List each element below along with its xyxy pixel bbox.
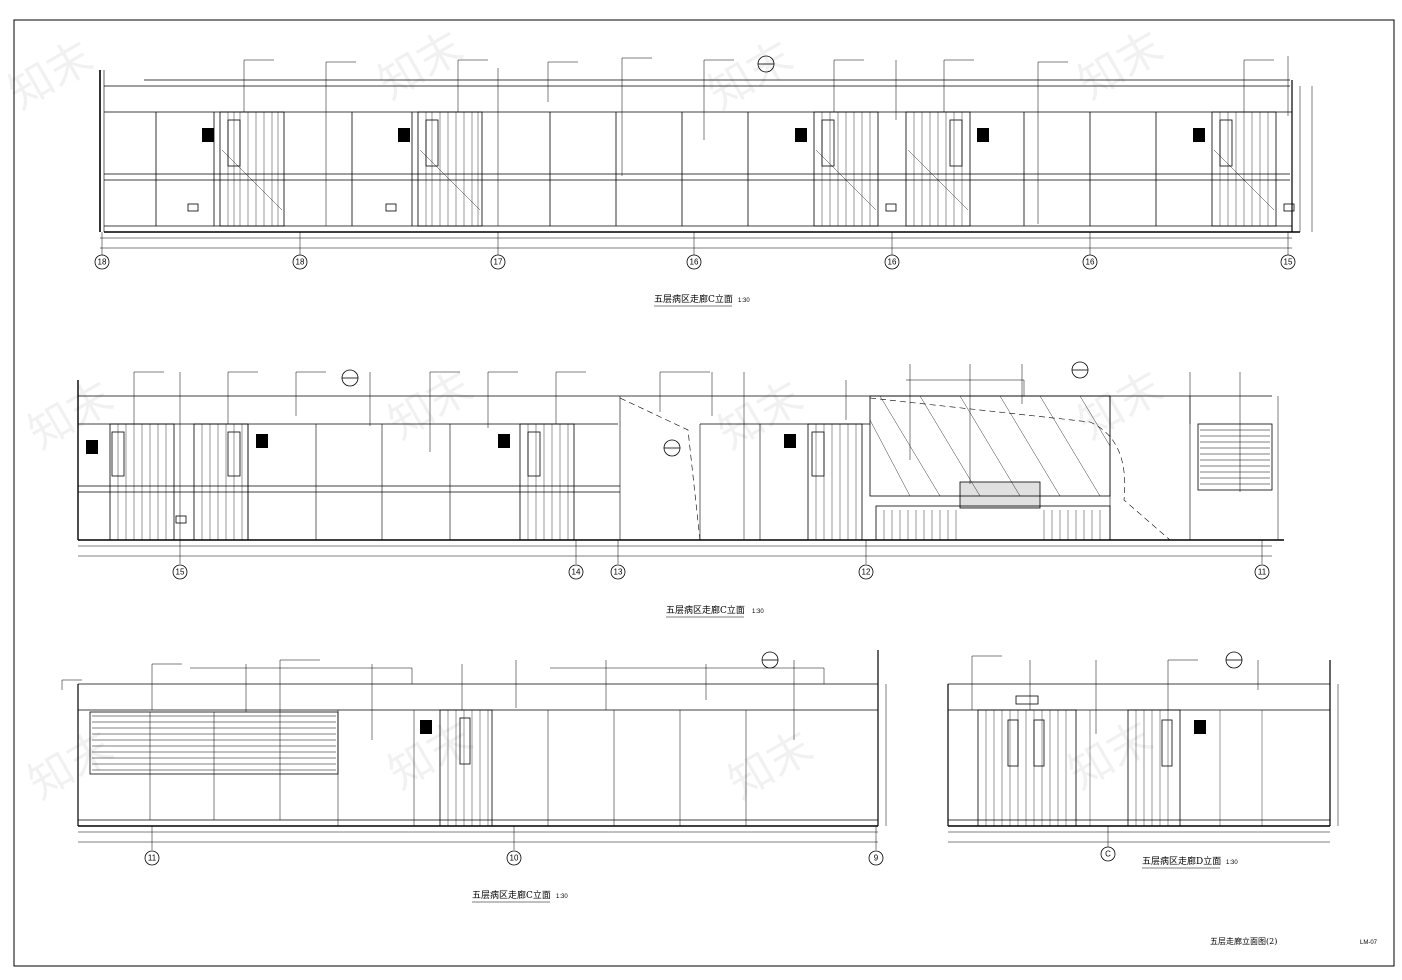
svg-text:14: 14 bbox=[572, 568, 581, 577]
watermark: 知末 bbox=[0, 31, 102, 119]
elevation-2 bbox=[77, 361, 1284, 564]
grid-bubble: 15 bbox=[1280, 254, 1296, 270]
svg-text:11: 11 bbox=[148, 854, 157, 863]
svg-text:11: 11 bbox=[1258, 568, 1267, 577]
grid-bubble: 11 bbox=[144, 850, 160, 866]
grid-bubble: 9 bbox=[868, 850, 884, 866]
watermark: 知末 bbox=[20, 721, 122, 809]
elevation-2-title: 五层病区走廊C立面 bbox=[666, 604, 745, 616]
svg-text:16: 16 bbox=[1086, 258, 1095, 267]
svg-text:C: C bbox=[1105, 850, 1111, 859]
leader-lines bbox=[243, 56, 1289, 226]
grid-bubble: 12 bbox=[858, 564, 874, 580]
svg-text:12: 12 bbox=[862, 568, 871, 577]
svg-text:17: 17 bbox=[494, 258, 503, 267]
grid-bubble: 15 bbox=[172, 564, 188, 580]
elevation-3-title: 五层病区走廊C立面 bbox=[472, 889, 551, 901]
grid-bubble: 14 bbox=[568, 564, 584, 580]
svg-text:18: 18 bbox=[98, 258, 107, 267]
sheet-border bbox=[13, 19, 1395, 967]
grid-bubble: 18 bbox=[94, 254, 110, 270]
elevation-4-scale: 1:30 bbox=[1226, 860, 1238, 866]
elevation-3-scale: 1:30 bbox=[556, 894, 568, 900]
svg-text:10: 10 bbox=[510, 854, 519, 863]
elevation-4-title: 五层病区走廊D立面 bbox=[1142, 855, 1221, 867]
elevation-1-scale: 1:30 bbox=[738, 298, 750, 304]
svg-text:16: 16 bbox=[690, 258, 699, 267]
elevation-3 bbox=[61, 650, 887, 850]
grid-bubble: 10 bbox=[506, 850, 522, 866]
vision-panels bbox=[227, 119, 1233, 167]
elevation-3-grid-bubbles: 11 10 9 bbox=[144, 850, 884, 866]
sheet-number: LM-07 bbox=[1360, 940, 1378, 946]
elevation-2-grid-bubbles: 15 14 13 12 11 bbox=[172, 564, 1270, 580]
grid-bubble: 17 bbox=[490, 254, 506, 270]
elevation-1 bbox=[99, 55, 1313, 256]
grid-bubble: C bbox=[1100, 846, 1116, 862]
elevation-1-grid-bubbles: 18 18 17 16 16 16 15 bbox=[94, 254, 1296, 270]
svg-text:15: 15 bbox=[176, 568, 185, 577]
grid-bubble: 13 bbox=[610, 564, 626, 580]
svg-text:16: 16 bbox=[888, 258, 897, 267]
elevation-4-grid-bubbles: C bbox=[1100, 846, 1116, 862]
wall-panels bbox=[155, 112, 1157, 226]
watermark: 知末 bbox=[20, 371, 122, 459]
svg-text:13: 13 bbox=[614, 568, 623, 577]
door-signs bbox=[202, 128, 1205, 142]
grid-bubble: 11 bbox=[1254, 564, 1270, 580]
watermark: 知末 bbox=[1070, 21, 1172, 109]
door-grain bbox=[221, 112, 1275, 226]
watermark: 知末 bbox=[1060, 711, 1162, 799]
svg-text:9: 9 bbox=[874, 854, 879, 863]
elevation-4 bbox=[947, 651, 1339, 848]
elevation-1-title: 五层病区走廊C立面 bbox=[654, 293, 733, 305]
watermark-layer: 知末 知末 知末 知末 知末 知末 知末 知末 知末 知末 知末 知末 bbox=[0, 21, 1172, 809]
grid-bubble: 16 bbox=[884, 254, 900, 270]
grid-bubble: 18 bbox=[292, 254, 308, 270]
watermark: 知末 bbox=[710, 371, 812, 459]
watermark: 知末 bbox=[720, 721, 822, 809]
elevation-2-scale: 1:30 bbox=[752, 609, 764, 615]
svg-text:15: 15 bbox=[1284, 258, 1293, 267]
svg-text:18: 18 bbox=[296, 258, 305, 267]
watermark: 知末 bbox=[380, 361, 482, 449]
grid-bubble: 16 bbox=[686, 254, 702, 270]
grid-bubble: 16 bbox=[1082, 254, 1098, 270]
watermark: 知末 bbox=[370, 21, 472, 109]
watermark: 知末 bbox=[700, 31, 802, 119]
sheet-title: 五层走廊立面图(2) bbox=[1210, 936, 1277, 946]
watermark: 知末 bbox=[1070, 361, 1172, 449]
